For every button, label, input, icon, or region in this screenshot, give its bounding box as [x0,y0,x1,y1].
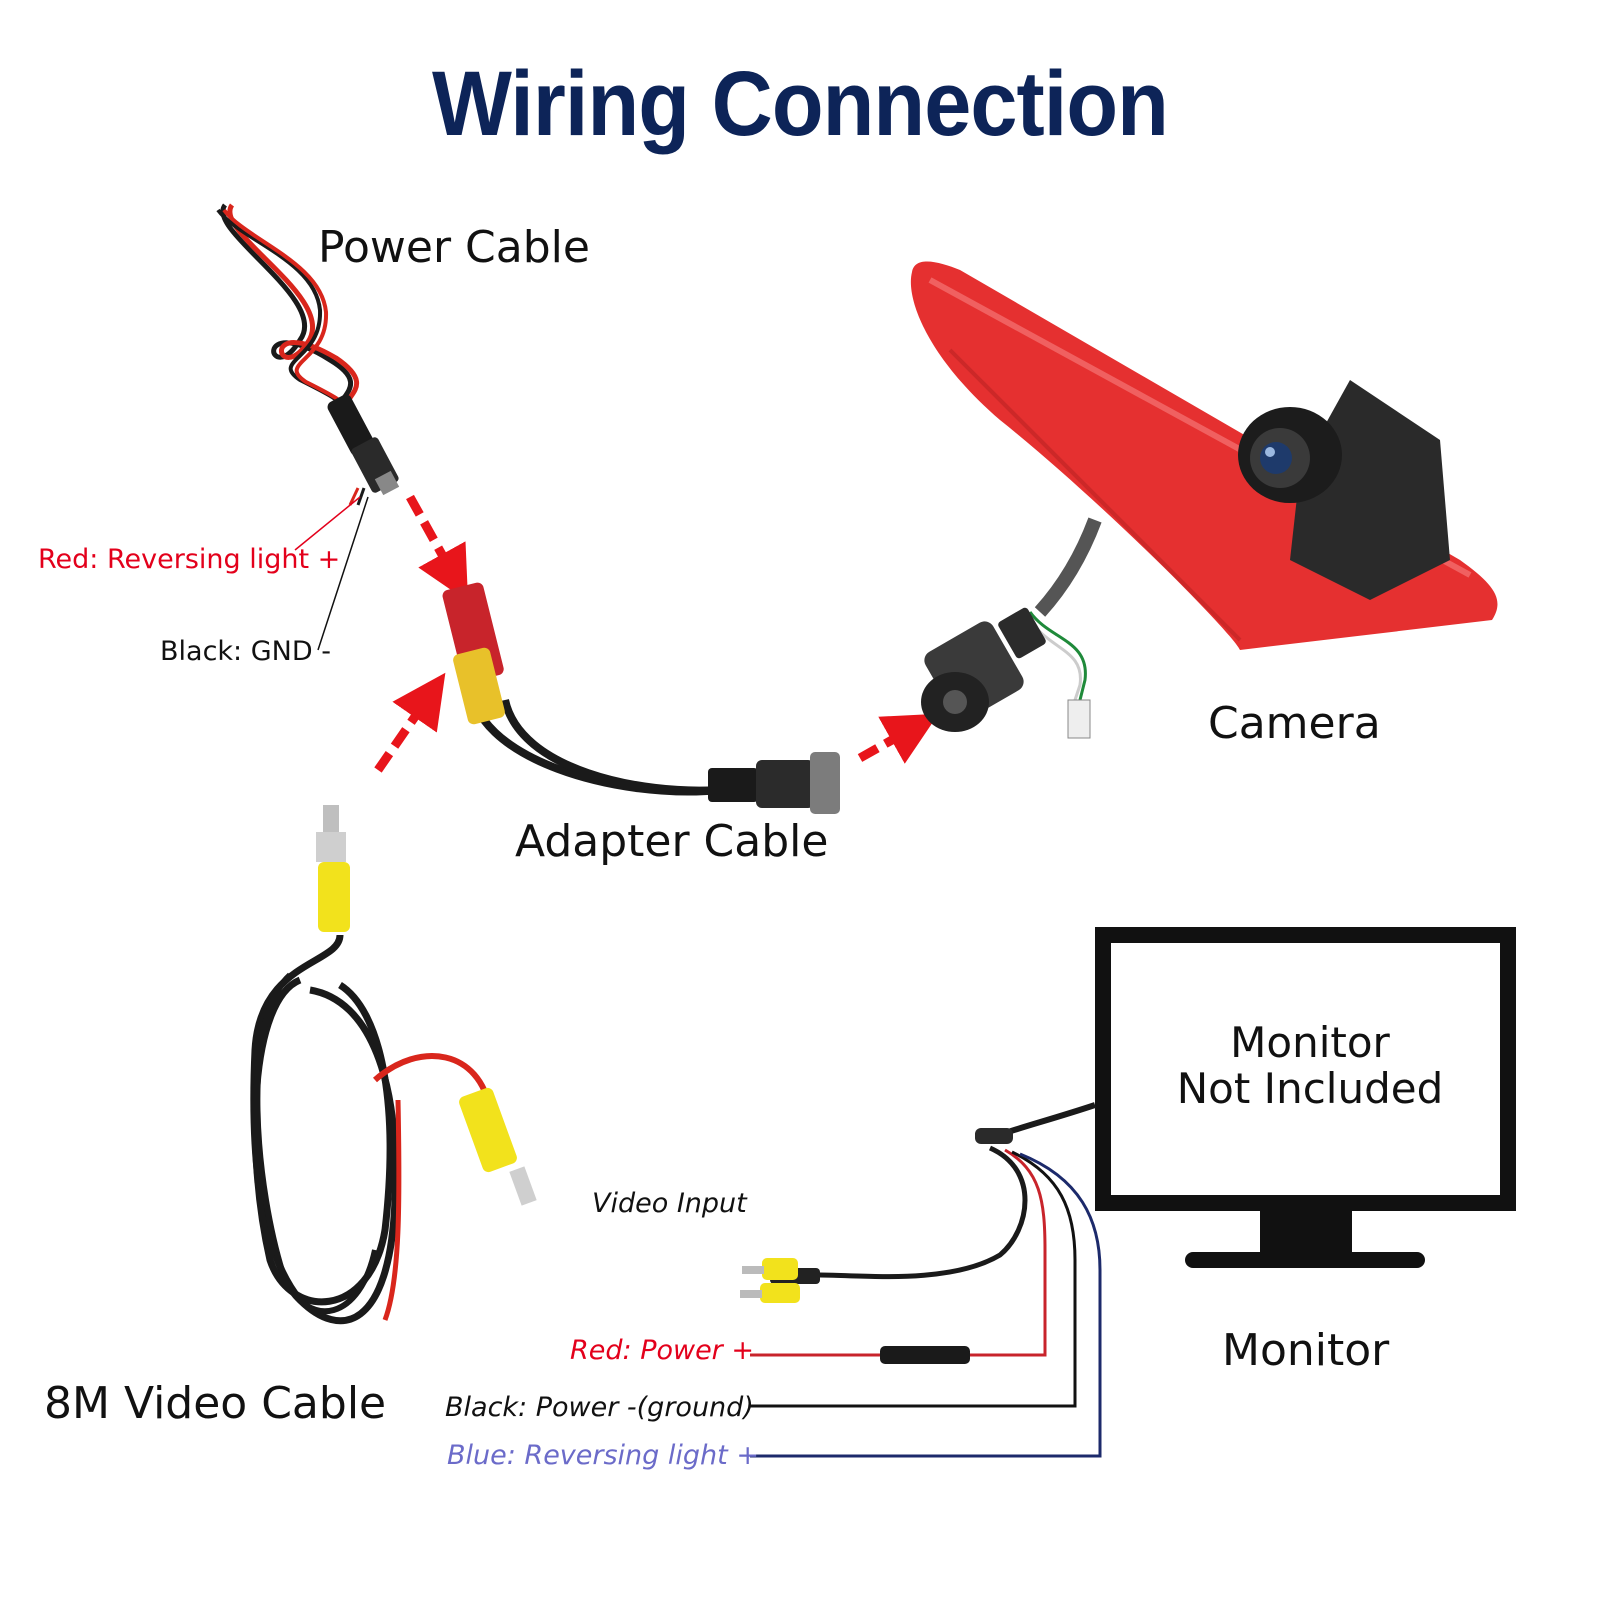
black-power-label: Black: Power -(ground) [445,1392,754,1423]
page-title: Wiring Connection [432,53,1169,155]
power-cable-label: Power Cable [318,222,590,273]
adapter-cable [442,582,840,814]
power-cable [216,203,400,506]
red-power-label: Red: Power + [570,1335,754,1366]
camera [910,261,1498,650]
video-input-label: Video Input [592,1188,747,1219]
black-leader-line [317,496,369,651]
monitor-note-line2: Not Included [1176,1064,1444,1113]
red-reversing-label: Red: Reversing light + [38,544,341,575]
black-gnd-label: Black: GND - [160,636,331,667]
camera-connector [921,607,1091,739]
monitor [975,927,1516,1268]
arrow-adapter-to-camera [857,713,939,764]
arrow-power-to-adapter [406,494,469,602]
monitor-harness [740,1145,1102,1458]
red-leader-line [294,496,361,551]
monitor-label: Monitor [1222,1325,1390,1376]
monitor-note-line1: Monitor [1230,1018,1390,1067]
video-cable-label: 8M Video Cable [44,1378,387,1429]
arrow-video-to-adapter [374,672,446,773]
monitor-not-included-note: Monitor Not Included [1150,1020,1470,1112]
camera-label: Camera [1208,698,1381,749]
video-cable [250,805,537,1325]
blue-reversing-label: Blue: Reversing light + [447,1440,759,1471]
adapter-cable-label: Adapter Cable [515,816,829,867]
